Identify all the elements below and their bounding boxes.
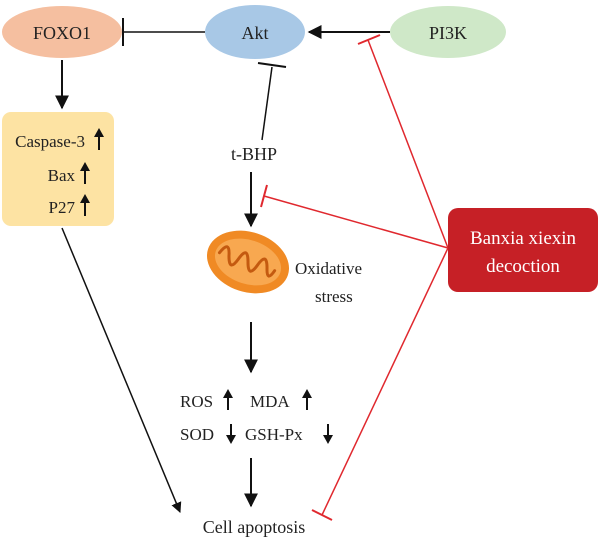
down-arrow-icon (226, 424, 236, 444)
mda-label: MDA (250, 392, 290, 411)
banxia-box: Banxia xiexin decoction (448, 208, 598, 292)
akt-inhibits-foxo1 (122, 18, 205, 46)
banxia-inhibition-lines (260, 34, 449, 521)
apoptosis-label: Cell apoptosis (203, 517, 306, 537)
foxo1-node: FOXO1 (2, 6, 122, 58)
akt-label: Akt (242, 23, 269, 43)
foxo1-label: FOXO1 (33, 23, 91, 43)
protein-box: Caspase-3 Bax P27 (2, 112, 114, 226)
up-arrow-icon (223, 389, 233, 410)
akt-node: Akt (205, 5, 305, 59)
mitochondrion-icon (206, 230, 290, 294)
gshpx-label: GSH-Px (245, 425, 303, 444)
oxidative-markers: ROS MDA SOD GSH-Px (180, 389, 333, 444)
stress-label: stress (315, 287, 353, 306)
banxia-label-line2: decoction (486, 256, 560, 277)
oxidative-label: Oxidative (295, 259, 362, 278)
sod-label: SOD (180, 425, 214, 444)
up-arrow-icon (80, 194, 90, 216)
tbhp-inhibits-akt (257, 62, 287, 141)
pi3k-node: PI3K (390, 6, 506, 58)
down-arrow-icon (323, 424, 333, 444)
p27-label: P27 (49, 198, 76, 217)
caspase3-label: Caspase-3 (15, 132, 85, 151)
bax-label: Bax (48, 166, 76, 185)
ros-label: ROS (180, 392, 213, 411)
up-arrow-icon (94, 128, 104, 150)
pi3k-label: PI3K (429, 23, 467, 43)
proteins-to-apoptosis-arrow (61, 227, 182, 513)
up-arrow-icon (80, 162, 90, 184)
tbhp-label: t-BHP (231, 144, 277, 164)
banxia-label-line1: Banxia xiexin (470, 228, 577, 249)
up-arrow-icon (302, 389, 312, 410)
